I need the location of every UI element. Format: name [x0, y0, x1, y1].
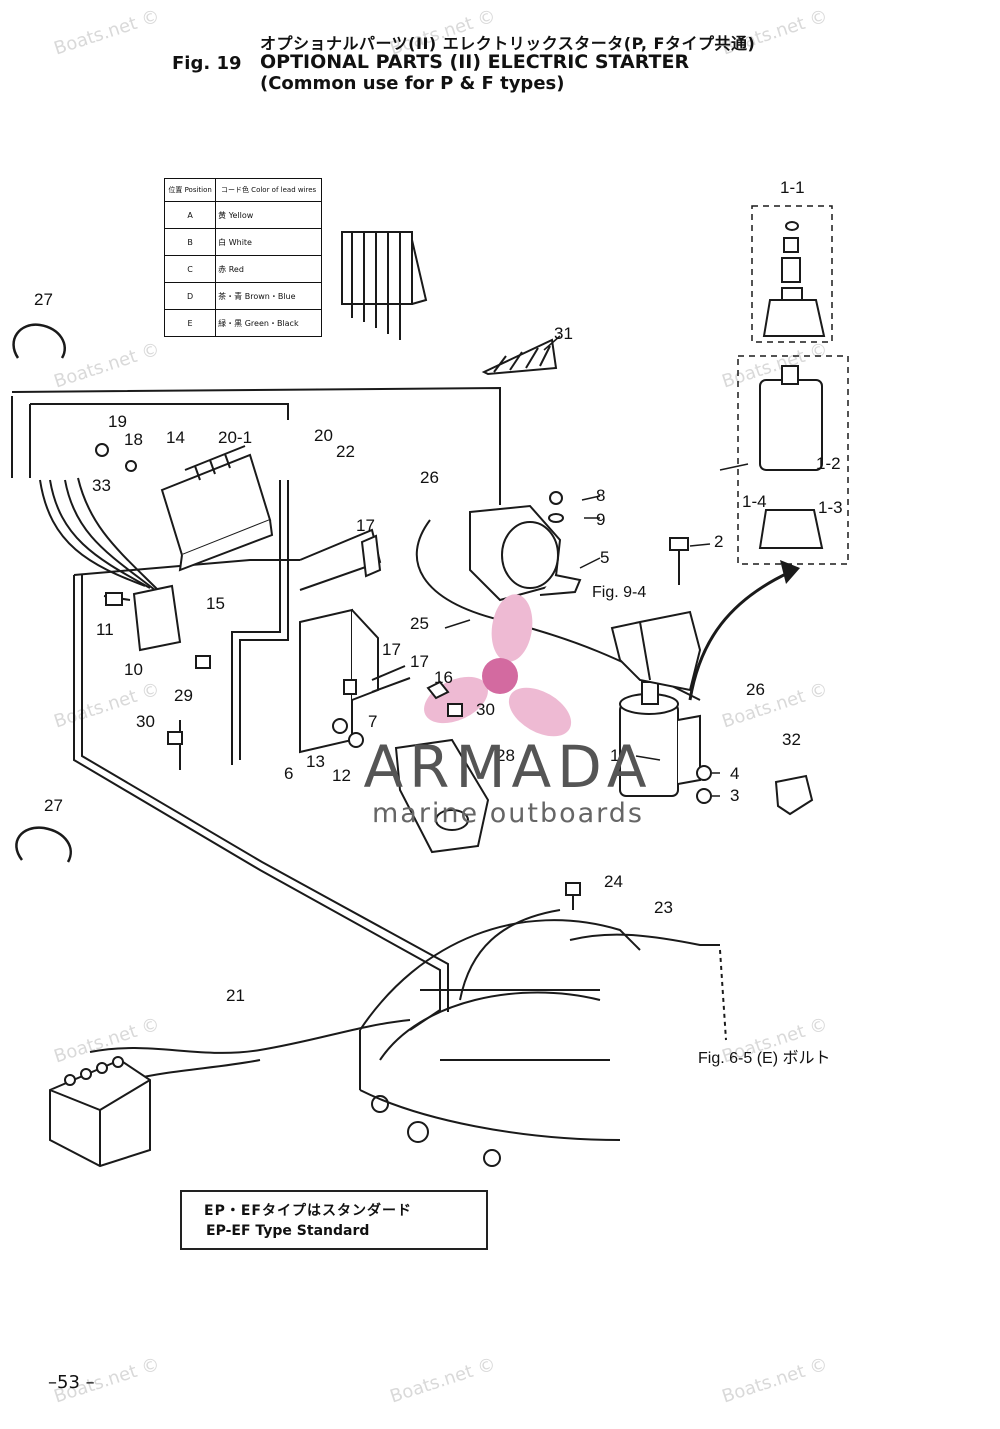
part-label-14: 14: [166, 428, 185, 447]
color-cell: 茶・青 Brown・Blue: [215, 282, 322, 310]
part-label-25: 25: [410, 614, 429, 633]
part-label-19: 19: [108, 412, 127, 431]
table-row: E 緑・黒 Green・Black: [163, 309, 322, 337]
position-cell: B: [163, 228, 217, 256]
part-label-30: 30: [136, 712, 155, 731]
part-label-20: 20: [314, 426, 333, 445]
part-label-17: 17: [356, 516, 375, 535]
standard-note-box: EP・EFタイプはスタンダード EP-EF Type Standard: [180, 1190, 488, 1250]
standard-note-japanese: EP・EFタイプはスタンダード: [204, 1203, 412, 1219]
harness-wire: [11, 386, 501, 505]
brand-tagline: marine outboards: [371, 798, 644, 829]
lead-wire-color-table: 位置 Position コード色 Color of lead wires A 黄…: [163, 178, 322, 337]
part-label-24: 24: [604, 872, 623, 891]
part-label-1-4: 1-4: [742, 492, 767, 511]
table-header-color: コード色 Color of lead wires: [215, 178, 322, 202]
position-cell: E: [163, 309, 217, 337]
color-cell: 緑・黒 Green・Black: [215, 309, 322, 337]
part-label-9: 9: [596, 510, 606, 529]
part-label-3: 3: [730, 786, 740, 805]
part-label-4: 4: [730, 764, 740, 783]
standard-note-english: EP-EF Type Standard: [206, 1223, 370, 1239]
part-label-26: 26: [746, 680, 765, 699]
part-label-8: 8: [596, 486, 606, 505]
part-label-1-1: 1-1: [780, 178, 805, 197]
position-cell: A: [163, 201, 217, 229]
part-label-15: 15: [206, 594, 225, 613]
part-label-11: 11: [96, 620, 114, 639]
part-label-32: 32: [782, 730, 801, 749]
armada-logo: ARMADA marine outboards: [348, 736, 668, 829]
part-label-17: 17: [382, 640, 401, 659]
part-label-1-2: 1-2: [816, 454, 841, 473]
part-label-18: 18: [124, 430, 143, 449]
position-cell: C: [163, 255, 217, 283]
table-row: A 黄 Yellow: [163, 201, 322, 229]
part-label-5: 5: [600, 548, 610, 567]
part-label-28: 28: [496, 746, 515, 765]
table-row: D 茶・青 Brown・Blue: [163, 282, 322, 310]
part-label-10: 10: [124, 660, 143, 679]
color-cell: 白 White: [215, 228, 322, 256]
color-cell: 黄 Yellow: [215, 201, 322, 229]
figure-reference-6-5: Fig. 6-5 (E) ボルト: [698, 1050, 831, 1067]
part-label-21: 21: [226, 986, 245, 1005]
part-label-1-3: 1-3: [818, 498, 843, 517]
part-label-33: 33: [92, 476, 111, 495]
part-label-16: 16: [434, 668, 453, 687]
brand-name: ARMADA: [363, 733, 653, 801]
part-label-30: 30: [476, 700, 495, 719]
part-label-23: 23: [654, 898, 673, 917]
page-number: –53 –: [48, 1372, 95, 1393]
figure-reference-9-4: Fig. 9-4: [592, 584, 647, 601]
part-label-17: 17: [410, 652, 429, 671]
part-label-27: 27: [44, 796, 63, 815]
part-label-31: 31: [554, 324, 573, 343]
part-label-29: 29: [174, 686, 193, 705]
position-cell: D: [163, 282, 217, 310]
figure-number: Fig. 19: [172, 53, 242, 74]
part-label-13: 13: [306, 752, 325, 771]
part-label-6: 6: [284, 764, 294, 783]
title-japanese: オプショナルパーツ(II) エレクトリックスタータ(P, Fタイプ共通): [260, 34, 756, 53]
page-title: OPTIONAL PARTS (II) ELECTRIC STARTER: [260, 51, 690, 73]
table-row: B 白 White: [163, 228, 322, 256]
part-label-27: 27: [34, 290, 53, 309]
color-cell: 赤 Red: [215, 255, 322, 283]
part-label-22: 22: [336, 442, 355, 461]
part-label-12: 12: [332, 766, 351, 785]
table-row: C 赤 Red: [163, 255, 322, 283]
page-subtitle: (Common use for P & F types): [260, 73, 565, 94]
part-label-2: 2: [714, 532, 724, 551]
table-header-position: 位置 Position: [163, 178, 217, 202]
part-label-7: 7: [368, 712, 378, 731]
part-label-26: 26: [420, 468, 439, 487]
part-label-1: 1: [610, 746, 620, 765]
part-label-20-1: 20-1: [218, 428, 253, 447]
